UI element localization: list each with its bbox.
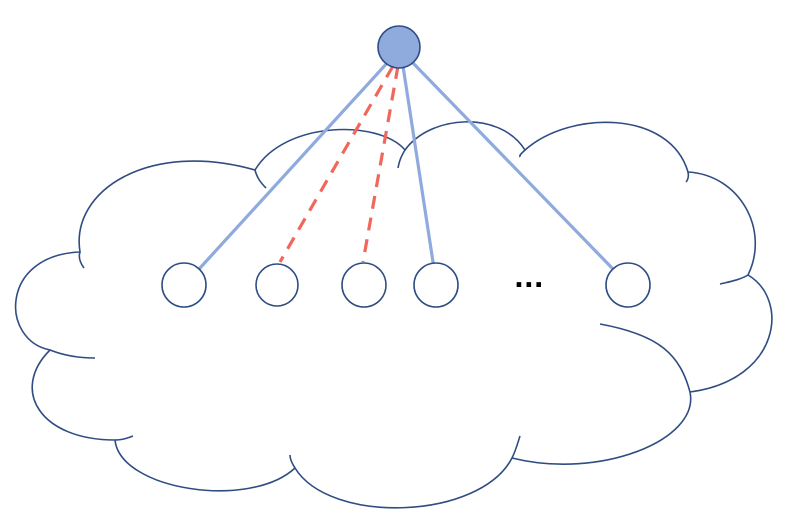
cloud-icon bbox=[14, 121, 773, 509]
link-dashed-3 bbox=[361, 65, 400, 263]
ellipsis-label: ... bbox=[514, 264, 544, 294]
link-solid-4 bbox=[401, 64, 435, 264]
leaf-node-5 bbox=[605, 262, 651, 308]
leaf-node-1 bbox=[161, 262, 207, 308]
leaf-node-3 bbox=[341, 262, 387, 308]
hub-node bbox=[377, 25, 421, 69]
leaf-node-2 bbox=[255, 263, 299, 307]
link-solid-1 bbox=[198, 60, 390, 270]
link-dashed-2 bbox=[278, 65, 395, 263]
leaf-node-4 bbox=[413, 262, 459, 308]
link-solid-5 bbox=[410, 60, 614, 270]
